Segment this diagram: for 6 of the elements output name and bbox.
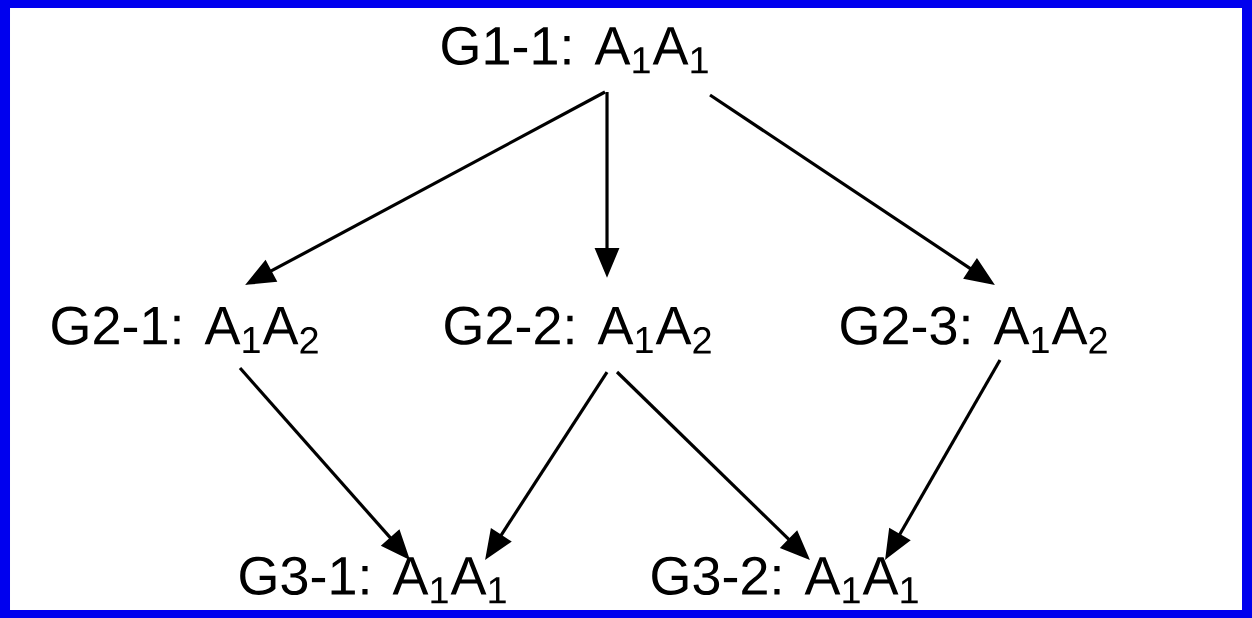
- node-label: G3-1: A$_{1}$A$_{1}$: [240, 556, 506, 604]
- node-label: G3-2: A$_{1}$A$_{1}$: [652, 556, 918, 604]
- node-label: G1-1: A$_{1}$A$_{1}$: [442, 26, 708, 74]
- node-label: G2-1: A$_{1}$A$_{2}$: [52, 306, 318, 354]
- node-label: G2-2: A$_{1}$A$_{2}$: [445, 306, 711, 354]
- node-label: G2-3: A$_{1}$A$_{2}$: [841, 306, 1107, 354]
